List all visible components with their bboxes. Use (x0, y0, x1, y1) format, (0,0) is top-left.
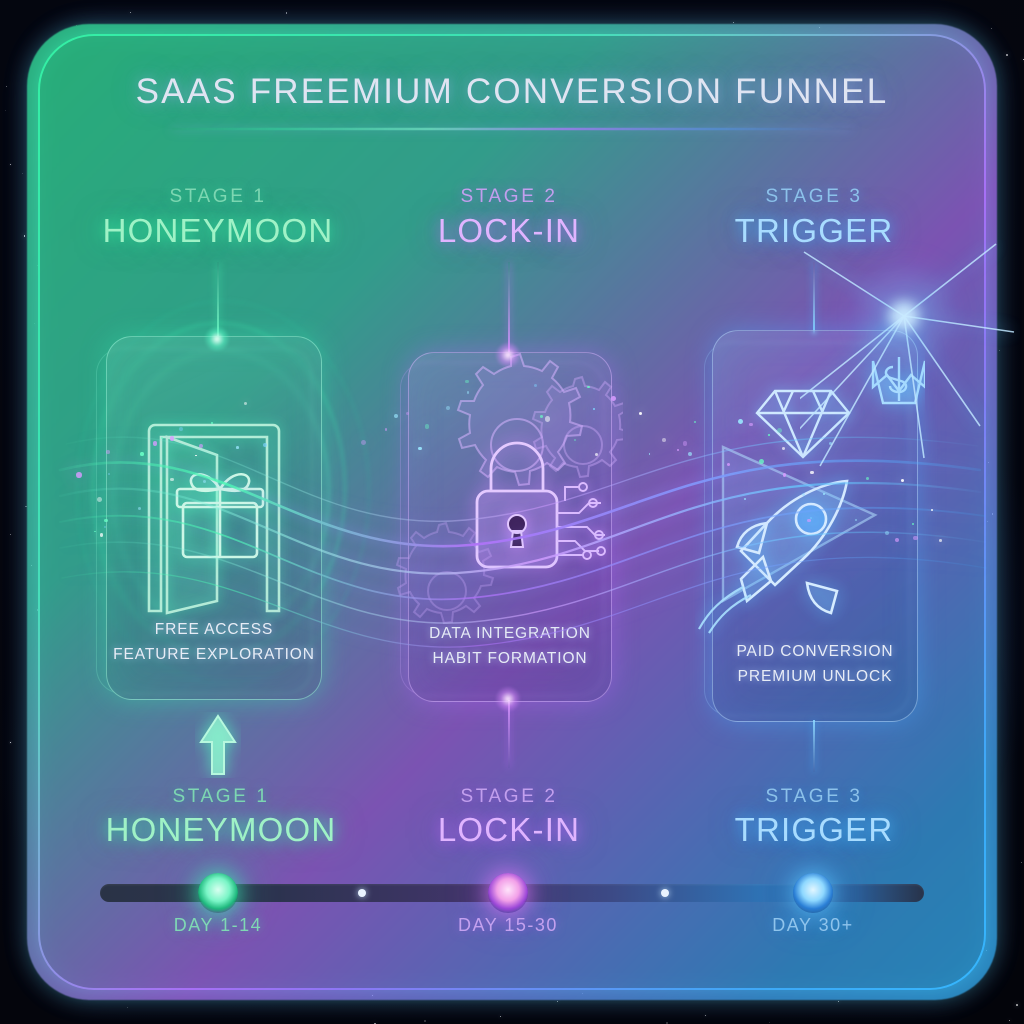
stage-number: STAGE 1 (169, 186, 267, 207)
timeline-node-3[interactable] (793, 873, 833, 913)
rocket-diamond-icon (698, 357, 925, 634)
timeline-label-1: DAY 1-14 (173, 915, 263, 935)
stage-footer-2: STAGE 2 LOCK-IN (359, 786, 659, 849)
up-arrow-icon (199, 714, 237, 775)
stage-header-2: STAGE 2 LOCK-IN (359, 186, 659, 250)
stage-name: TRIGGER (734, 212, 894, 249)
card-2-caption: DATA INTEGRATION HABIT FORMATION (409, 621, 611, 671)
timeline-pip (661, 889, 669, 897)
caption-line-1: DATA INTEGRATION (429, 625, 591, 642)
connector-stem-3 (813, 262, 815, 334)
stage-number: STAGE 2 (460, 786, 558, 807)
stage-number: STAGE 1 (172, 786, 270, 807)
padlock-gears-circuit-icon (395, 352, 623, 625)
stage-card-3[interactable]: PAID CONVERSION PREMIUM UNLOCK (698, 330, 925, 722)
connector-stem-2 (508, 262, 510, 356)
timeline-node-1[interactable] (198, 873, 238, 913)
diamond-icon (755, 389, 851, 459)
connector-stem-1 (217, 262, 219, 340)
stage-header-3: STAGE 3 TRIGGER (664, 186, 964, 250)
circuit-icon (557, 482, 606, 560)
stage-name: HONEYMOON (105, 811, 337, 848)
card-top-flare-2 (495, 342, 521, 368)
timeline-pip (358, 889, 366, 897)
caption-line-2: FEATURE EXPLORATION (113, 646, 315, 663)
stage-number: STAGE 3 (765, 186, 863, 207)
timeline-label-2: DAY 15-30 (458, 915, 558, 935)
stage-footer-1: STAGE 1 HONEYMOON (71, 786, 371, 849)
timeline-label-3: DAY 30+ (772, 915, 854, 935)
connector-stem-down-3 (813, 720, 815, 772)
timeline-node-2[interactable] (488, 873, 528, 913)
card-1-caption: FREE ACCESS FEATURE EXPLORATION (107, 617, 321, 667)
caption-line-2: PREMIUM UNLOCK (737, 668, 893, 685)
page-title: SAAS FREEMIUM CONVERSION FUNNEL (135, 72, 889, 111)
stage-name: LOCK-IN (437, 811, 581, 848)
stage-name: LOCK-IN (437, 212, 581, 249)
stage-header-1: STAGE 1 HONEYMOON (68, 186, 368, 250)
open-door-gift-icon (147, 423, 281, 615)
card-3-caption: PAID CONVERSION PREMIUM UNLOCK (713, 639, 917, 689)
card-top-flare-1 (204, 326, 230, 352)
stage-name: HONEYMOON (102, 212, 334, 249)
stage-card-2[interactable]: DATA INTEGRATION HABIT FORMATION (395, 352, 623, 702)
connector-stem-down-2 (508, 700, 510, 768)
stage-card-1[interactable]: FREE ACCESS FEATURE EXPLORATION (106, 336, 322, 700)
caption-line-1: FREE ACCESS (154, 621, 274, 638)
stage-name: TRIGGER (734, 811, 894, 848)
dollar-crown-icon (871, 357, 925, 405)
stage-footer-3: STAGE 3 TRIGGER (664, 786, 964, 849)
caption-line-1: PAID CONVERSION (736, 643, 894, 660)
title-divider (172, 128, 852, 130)
stage-number: STAGE 2 (460, 186, 558, 207)
caption-line-2: HABIT FORMATION (432, 650, 588, 667)
card-bottom-flare-2 (495, 686, 521, 712)
stage-number: STAGE 3 (765, 786, 863, 807)
